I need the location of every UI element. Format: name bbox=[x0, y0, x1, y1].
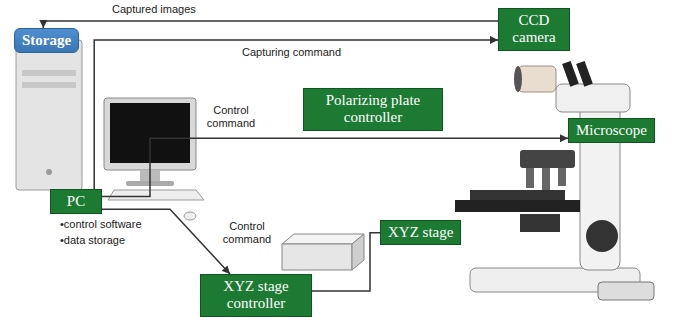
note-text: •control software bbox=[58, 218, 144, 231]
device-label: CCD camera bbox=[498, 8, 570, 51]
device-label: Polarizing plate controller bbox=[303, 88, 443, 131]
device-label: XYZ stage bbox=[380, 220, 461, 245]
node-text: Storage bbox=[22, 32, 71, 49]
connector-arrow bbox=[94, 40, 498, 189]
device-label: Microscope bbox=[568, 118, 655, 143]
device-label: PC bbox=[50, 189, 102, 214]
pc-tower bbox=[16, 40, 82, 190]
edge-label: Capturing command bbox=[240, 46, 343, 59]
connector-arrow bbox=[102, 138, 568, 196]
edge-label: Control command bbox=[200, 104, 262, 130]
device-label: XYZ stage controller bbox=[200, 274, 312, 317]
stage-controller-figure bbox=[282, 234, 364, 270]
ccd-camera-figure bbox=[514, 66, 556, 92]
node-text: Microscope bbox=[576, 122, 647, 139]
storage-label: Storage bbox=[14, 28, 79, 53]
keyboard bbox=[108, 190, 204, 220]
node-text: XYZ stage controller bbox=[208, 278, 304, 313]
node-text: XYZ stage bbox=[388, 224, 453, 241]
edge-label: Control command bbox=[216, 220, 278, 246]
microscope-figure bbox=[455, 61, 654, 300]
node-text: PC bbox=[58, 193, 94, 210]
note-text: •data storage bbox=[58, 234, 127, 247]
edge-label: Captured images bbox=[110, 3, 198, 16]
connector-arrow bbox=[43, 21, 498, 28]
node-text: Polarizing plate controller bbox=[311, 92, 435, 127]
node-text: CCD camera bbox=[506, 12, 562, 47]
connector-arrow bbox=[312, 233, 380, 291]
